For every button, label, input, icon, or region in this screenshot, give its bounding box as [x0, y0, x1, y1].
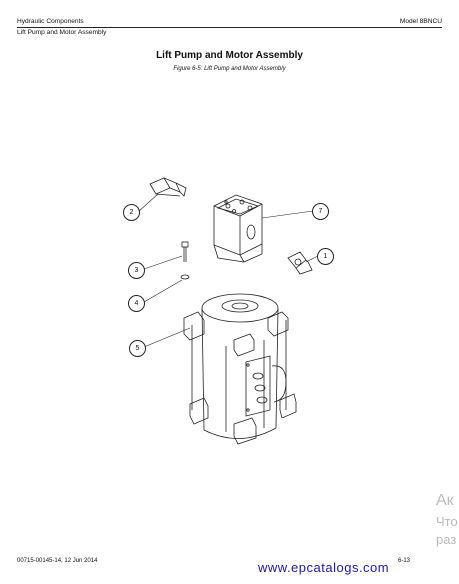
- callout-7: 7: [312, 203, 329, 220]
- document-id: 00715-00145-14, 12 Jun 2014: [17, 558, 98, 564]
- overlay-text-2: Что: [436, 514, 458, 529]
- callout-2: 2: [123, 204, 140, 221]
- callout-5: 5: [129, 340, 146, 357]
- watermark-link[interactable]: www.epcatalogs.com: [258, 560, 390, 575]
- page-title: Lift Pump and Motor Assembly: [156, 50, 303, 61]
- header-bar: Hydraulic Components Model 8BNCU: [17, 18, 442, 28]
- page-number: 6-13: [398, 558, 411, 564]
- subheader-bar: Lift Pump and Motor Assembly: [17, 29, 442, 38]
- leader-lines: [137, 193, 319, 348]
- elbow-part-1: [287, 251, 313, 275]
- callout-3: 3: [128, 262, 145, 279]
- subsection-title: Lift Pump and Motor Assembly: [17, 29, 107, 36]
- motor-part-5: [183, 293, 297, 445]
- model-label: Model 8BNCU: [399, 18, 442, 25]
- callout-4: 4: [128, 295, 145, 312]
- overlay-text-1: Ак: [436, 492, 454, 509]
- section-title: Hydraulic Components: [17, 18, 84, 25]
- fitting-part-2: [149, 177, 187, 197]
- figure-caption: Figure 6-5: Lift Pump and Motor Assembly: [173, 66, 286, 72]
- overlay-text-3: раз: [436, 532, 457, 547]
- callout-1: 1: [317, 248, 334, 265]
- bolt-part-3: [181, 241, 189, 262]
- pump-part-7: [213, 194, 263, 263]
- washer-part-4: [180, 274, 190, 280]
